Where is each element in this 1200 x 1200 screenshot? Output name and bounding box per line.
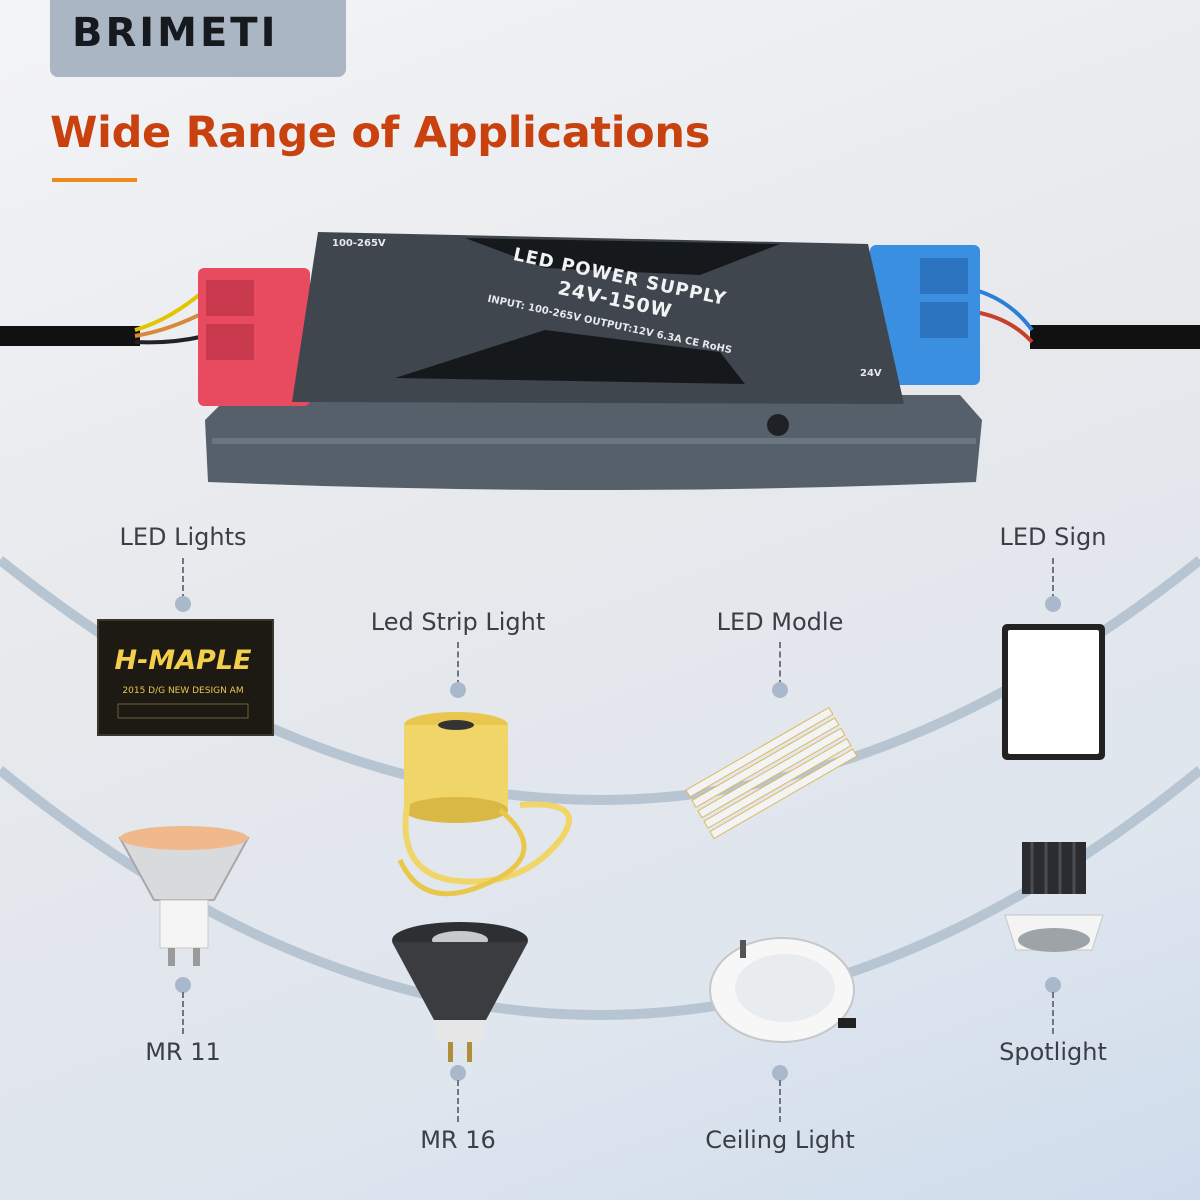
page-title: Wide Range of Applications [50,108,711,158]
sign-subtitle: 2015 D/G NEW DESIGN AM [122,686,243,696]
connector-led-sign [1052,558,1054,600]
led-strip-light-image [397,712,572,897]
brand-logo: BRIMETI [72,10,279,56]
connector-led-lights [182,558,184,600]
dot-mr16 [450,1065,466,1081]
led-lights-image: H-MAPLE 2015 D/G NEW DESIGN AM [97,619,274,736]
title-underline [52,178,137,182]
label-led-strip-light: Led Strip Light [370,608,546,636]
housing-top-plate [292,232,904,404]
vent-bottom [395,330,745,384]
label-mr16: MR 16 [420,1126,496,1154]
dot-led-strip [450,682,466,698]
dot-ceiling-light [772,1065,788,1081]
dot-led-lights [175,596,191,612]
input-terminal-slot-1 [206,280,254,316]
input-voltage-mark: 100-265V [332,238,386,249]
mr11-bulb-image [118,826,250,966]
output-voltage-mark: 24V [860,368,882,379]
spotlight-image [1004,842,1104,952]
sign-title: H-MAPLE [114,645,252,676]
output-terminal-slot-2 [920,302,968,338]
output-wire-blue [974,288,1034,332]
label-spotlight: Spotlight [999,1038,1107,1066]
dot-mr11 [175,977,191,993]
dot-spotlight [1045,977,1061,993]
output-wire-red [974,310,1034,344]
connector-led-modle [779,642,781,686]
output-terminal-slot-1 [920,258,968,294]
input-terminal-slot-2 [206,324,254,360]
brand-banner [50,0,346,77]
dot-led-sign [1045,596,1061,612]
connector-mr16 [457,1080,459,1122]
ceiling-light-image [709,937,856,1043]
mr16-bulb-image [392,922,528,1062]
label-mr11: MR 11 [145,1038,221,1066]
label-ceiling-light: Ceiling Light [705,1126,855,1154]
input-cable [0,326,140,346]
dot-led-modle [772,682,788,698]
housing-ridge [212,438,976,444]
led-module-image [685,706,858,840]
connector-mr11 [182,992,184,1034]
vent-top [465,238,780,275]
connector-ceiling-light [779,1080,781,1122]
led-sign-image [1002,624,1105,760]
label-led-lights: LED Lights [119,523,247,551]
output-cable [1030,325,1200,349]
label-led-modle: LED Modle [716,608,844,636]
connector-spotlight [1052,992,1054,1034]
label-led-sign: LED Sign [999,523,1107,551]
mount-screw [767,414,789,436]
connector-led-strip [457,642,459,686]
